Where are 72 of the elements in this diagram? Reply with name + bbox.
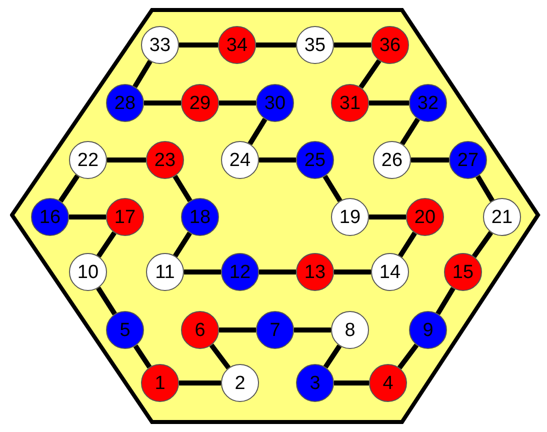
- disc-number: 3: [310, 374, 320, 392]
- path-line: [472, 231, 494, 258]
- path-line: [259, 270, 296, 274]
- path-line: [400, 118, 420, 146]
- disc-number: 9: [422, 320, 434, 340]
- disc-number: 15: [452, 262, 474, 282]
- path-line: [411, 158, 449, 162]
- disc-number: 18: [189, 208, 211, 226]
- path-line: [179, 42, 218, 48]
- disc-number: 4: [382, 374, 394, 392]
- disc-number: 31: [339, 94, 361, 112]
- path-line: [369, 214, 406, 220]
- path-line: [334, 270, 371, 274]
- path-line: [323, 344, 342, 369]
- disc-number: 33: [149, 36, 171, 54]
- path-line: [397, 344, 419, 370]
- path-line: [476, 175, 494, 202]
- disc-number: 2: [234, 374, 246, 392]
- path-line: [358, 59, 382, 89]
- disc-number: 29: [189, 94, 211, 112]
- path-line: [436, 286, 456, 316]
- path-line: [334, 42, 371, 48]
- path-line: [96, 286, 117, 316]
- path-line: [184, 270, 221, 274]
- disc-number: 6: [194, 320, 206, 340]
- path-line: [132, 60, 152, 88]
- disc-number: 19: [339, 208, 361, 226]
- disc-number: 1: [154, 374, 166, 392]
- path-line: [398, 232, 417, 258]
- disc-number: 20: [414, 208, 436, 226]
- path-line: [173, 232, 192, 258]
- disc-number: 7: [270, 320, 280, 340]
- disc-number: 8: [344, 320, 356, 340]
- disc-number: 23: [154, 150, 176, 170]
- path-line: [58, 174, 80, 203]
- disc-number: 21: [491, 208, 513, 226]
- disc-number: 30: [264, 94, 286, 112]
- disc-number: 24: [229, 150, 251, 170]
- disc-number: 26: [381, 150, 403, 170]
- disc-number: 35: [304, 36, 326, 54]
- path-line: [294, 328, 331, 332]
- path-line: [133, 344, 152, 369]
- path-line: [144, 100, 181, 106]
- path-line: [179, 380, 221, 386]
- disc-number: 11: [155, 262, 175, 282]
- path-line: [248, 118, 268, 146]
- disc-number: 36: [379, 36, 401, 54]
- disc-number: 16: [39, 208, 61, 226]
- path-line: [369, 100, 409, 106]
- path-line: [219, 100, 256, 106]
- disc-number: 34: [226, 36, 248, 54]
- path-line: [219, 328, 256, 332]
- path-line: [209, 344, 231, 370]
- disc-number: 17: [114, 208, 136, 226]
- path-line: [172, 174, 192, 202]
- path-line: [334, 380, 369, 386]
- disc-number: 32: [417, 94, 439, 112]
- disc-number: 10: [77, 262, 99, 282]
- path-line: [96, 231, 116, 258]
- disc-number: 22: [77, 150, 99, 170]
- path-line: [107, 158, 146, 162]
- disc-number: 28: [114, 94, 136, 112]
- disc-number: 12: [229, 262, 251, 282]
- disc-number: 25: [304, 150, 326, 170]
- path-line: [322, 174, 342, 202]
- path-line: [256, 42, 296, 48]
- disc-number: 5: [120, 320, 130, 340]
- path-line: [259, 158, 296, 162]
- disc-number: 27: [457, 150, 479, 170]
- disc-number: 13: [304, 262, 326, 282]
- path-line: [69, 214, 106, 220]
- disc-number: 14: [379, 262, 401, 282]
